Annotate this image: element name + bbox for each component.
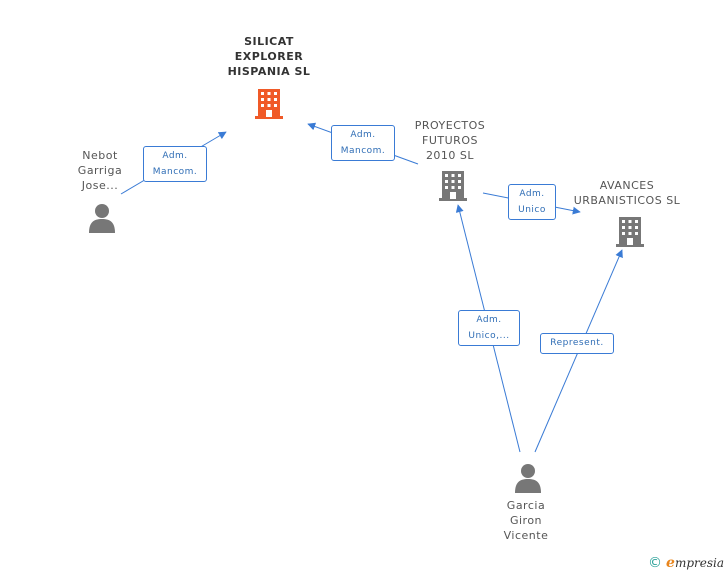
node-label-proyectos[interactable]: PROYECTOS FUTUROS 2010 SL	[414, 119, 486, 162]
node-label-nebot[interactable]: Nebot Garriga Jose...	[77, 149, 123, 192]
edge-label-garcia-proyectos[interactable]: Adm. Unico,...	[458, 310, 520, 346]
edge-label-nebot-silicat[interactable]: Adm. Mancom.	[143, 146, 207, 182]
node-label-garcia[interactable]: Garcia Giron Vicente	[503, 499, 549, 542]
node-label-avances[interactable]: AVANCES URBANISTICOS SL	[573, 179, 681, 207]
empresia-logo: empresia	[666, 555, 724, 571]
edge-label-proyectos-silicat[interactable]: Adm. Mancom.	[331, 125, 395, 161]
node-label-silicat[interactable]: SILICAT EXPLORER HISPANIA SL	[227, 35, 311, 78]
footer-brand: © empresia	[648, 555, 724, 571]
building-icon-avances[interactable]	[613, 214, 647, 248]
edge-label-garcia-avances[interactable]: Represent.	[540, 333, 614, 354]
building-icon-proyectos[interactable]	[436, 168, 470, 202]
edge-label-proyectos-avances[interactable]: Adm. Unico	[508, 184, 556, 220]
person-icon-garcia[interactable]	[512, 462, 544, 494]
building-icon-silicat[interactable]	[252, 86, 286, 120]
person-icon-nebot[interactable]	[86, 202, 118, 234]
copyright-icon: ©	[648, 555, 663, 571]
